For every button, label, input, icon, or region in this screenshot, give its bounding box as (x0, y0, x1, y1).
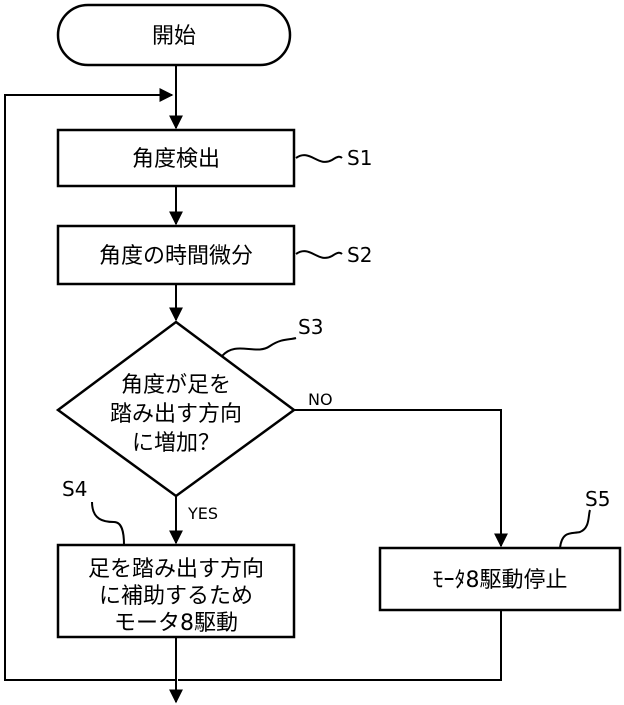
s3-line-3: に増加？ (132, 431, 220, 456)
no-label: NO (308, 390, 333, 409)
s5-label: ﾓｰﾀ8駆動停止 (433, 568, 568, 593)
s4-line-2: に補助するため (99, 584, 253, 609)
s5-step-id: S5 (585, 487, 610, 511)
s4-line-3: モータ8駆動 (114, 611, 238, 636)
s2-step-id: S2 (347, 243, 372, 267)
s1-label: 角度検出 (132, 147, 220, 172)
s2-leader (295, 250, 343, 259)
decision-s3: 角度が足を 踏み出す方向 に増加？ (55, 320, 297, 498)
process-s1: 角度検出 (56, 128, 296, 188)
start-label: 開始 (152, 24, 196, 49)
s3-line-2: 踏み出す方向 (110, 402, 242, 427)
process-s2: 角度の時間微分 (56, 224, 296, 286)
s4-step-id: S4 (62, 477, 87, 501)
s3-leader (221, 337, 297, 357)
process-s5: ﾓｰﾀ8駆動停止 (378, 546, 622, 612)
s4-line-1: 足を踏み出す方向 (88, 557, 264, 582)
connector-s5-to-end (178, 610, 502, 681)
s4-leader (91, 501, 125, 546)
s1-leader (295, 154, 343, 163)
connector-no-to-s5 (294, 409, 508, 548)
s2-label: 角度の時間微分 (99, 244, 253, 269)
s5-leader (559, 509, 591, 549)
process-s4: 足を踏み出す方向 に補助するため モータ8駆動 (56, 543, 296, 639)
s1-step-id: S1 (347, 146, 372, 170)
yes-label: YES (187, 504, 218, 523)
s3-line-1: 角度が足を (121, 373, 231, 398)
start-terminal: 開始 (56, 3, 292, 67)
s3-step-id: S3 (298, 315, 323, 339)
loop-back-line (4, 88, 176, 681)
